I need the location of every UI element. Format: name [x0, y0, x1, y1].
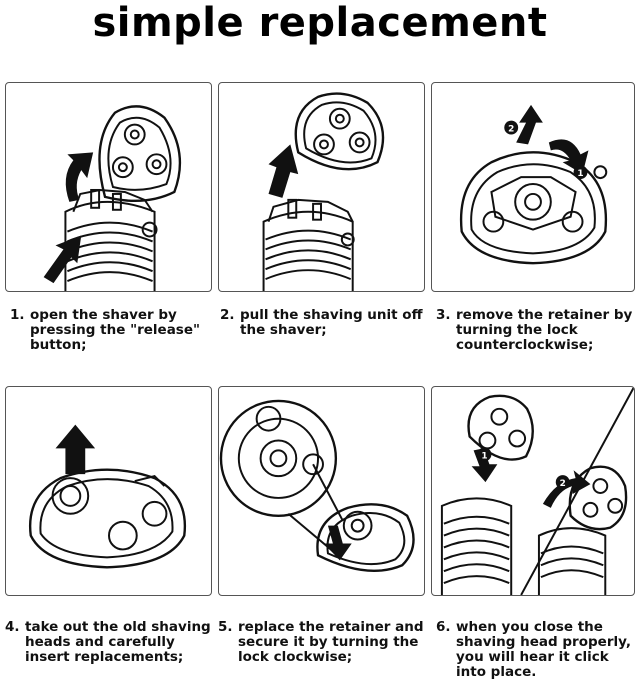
step-6-line-3: you will hear it click [456, 650, 631, 665]
step-6-line-4: into place. [456, 665, 631, 680]
illustration-panel-step-4 [5, 386, 212, 596]
illustration-panel-step-5 [218, 386, 425, 596]
step-number-4: 4. [5, 620, 20, 635]
illustration-panel-step-3: 2 1 [431, 82, 635, 292]
step-4-line-3: insert replacements; [25, 650, 211, 665]
lock-icon [594, 166, 606, 178]
step-3-marker-b: 1 [577, 169, 583, 179]
step-number-6: 6. [436, 620, 451, 635]
head-replacement-illustration [6, 387, 211, 595]
page-title: simple replacement [0, 0, 640, 50]
step-1-line-2: pressing the "release" [30, 323, 200, 338]
step-6-marker-a: 1 [481, 451, 487, 461]
step-3-line-2: turning the lock [456, 323, 632, 338]
step-3-line-1: remove the retainer by [456, 308, 632, 323]
step-number-3: 3. [436, 308, 451, 323]
retainer-removal-illustration: 2 1 [432, 83, 634, 291]
illustration-panel-step-2 [218, 82, 425, 292]
step-2-line-2: the shaver; [240, 323, 423, 338]
step-6-line-2: shaving head properly, [456, 635, 631, 650]
step-6-marker-b: 2 [560, 479, 566, 489]
step-3-line-3: counterclockwise; [456, 338, 632, 353]
step-5-line-2: secure it by turning the [238, 635, 424, 650]
step-1-line-3: button; [30, 338, 200, 353]
step-1-line-1: open the shaver by [30, 308, 200, 323]
step-3-marker-a: 2 [508, 125, 514, 135]
step-2-line-1: pull the shaving unit off [240, 308, 423, 323]
head-closing-illustration: 1 2 [432, 387, 634, 595]
step-6-line-1: when you close the [456, 620, 631, 635]
shaver-pull-illustration [219, 83, 424, 291]
step-4-line-2: heads and carefully [25, 635, 211, 650]
step-4-line-1: take out the old shaving [25, 620, 211, 635]
illustration-panel-step-1 [5, 82, 212, 292]
shaver-open-illustration [6, 83, 211, 291]
step-number-2: 2. [220, 308, 235, 323]
step-5-line-3: lock clockwise; [238, 650, 424, 665]
step-5-line-1: replace the retainer and [238, 620, 424, 635]
retainer-secure-illustration [219, 387, 424, 595]
step-number-1: 1. [10, 308, 25, 323]
illustration-panel-step-6: 1 2 [431, 386, 635, 596]
step-number-5: 5. [218, 620, 233, 635]
